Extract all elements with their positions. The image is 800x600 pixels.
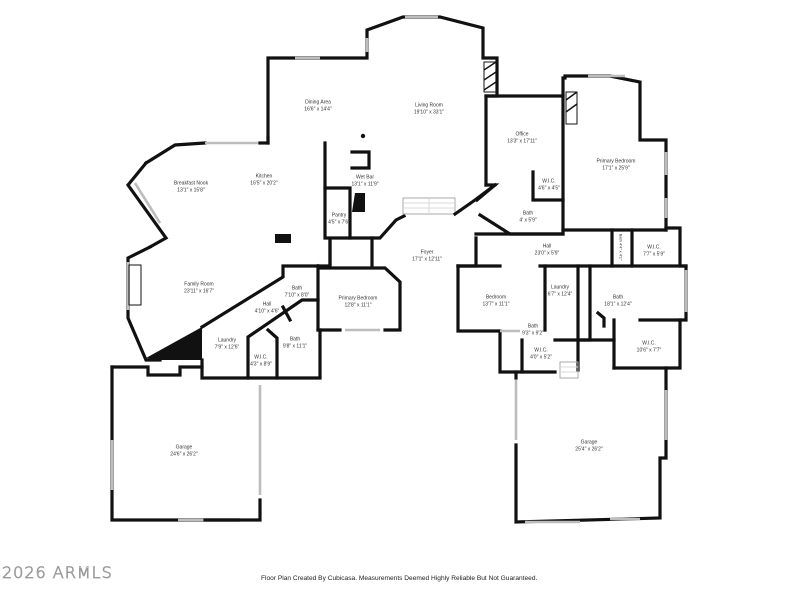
armls-watermark: 2026 ARMLS: [2, 563, 113, 583]
disclaimer-text: Floor Plan Created By Cubicasa. Measurem…: [261, 575, 538, 582]
walls-foyer: [328, 182, 498, 268]
room-label-wic-east-large: W.I.C.10'6" x 7'7": [636, 340, 662, 354]
walls-garage-east: [514, 361, 668, 524]
room-label-wic-office: W.I.C.4'6" x 4'5": [538, 178, 560, 192]
room-label-bath-vertical: Bath 4'4" x 4'1": [618, 233, 624, 261]
walls-family: [126, 238, 332, 378]
walls-office-primary: [474, 74, 668, 236]
room-label-wic-east-small: W.I.C.4'0" x 5'2": [530, 347, 552, 361]
walls-west-wing: [200, 263, 402, 380]
walls-kitchen: [125, 141, 365, 250]
room-label-wic-west: W.I.C.4'3" x 8'9": [250, 354, 272, 368]
walls-east-wing: [456, 226, 688, 374]
walls-garage-west: [110, 365, 262, 522]
walls-living-dining: [266, 15, 499, 187]
room-label-wic-east: W.I.C.7'7" x 5'9": [643, 244, 665, 258]
